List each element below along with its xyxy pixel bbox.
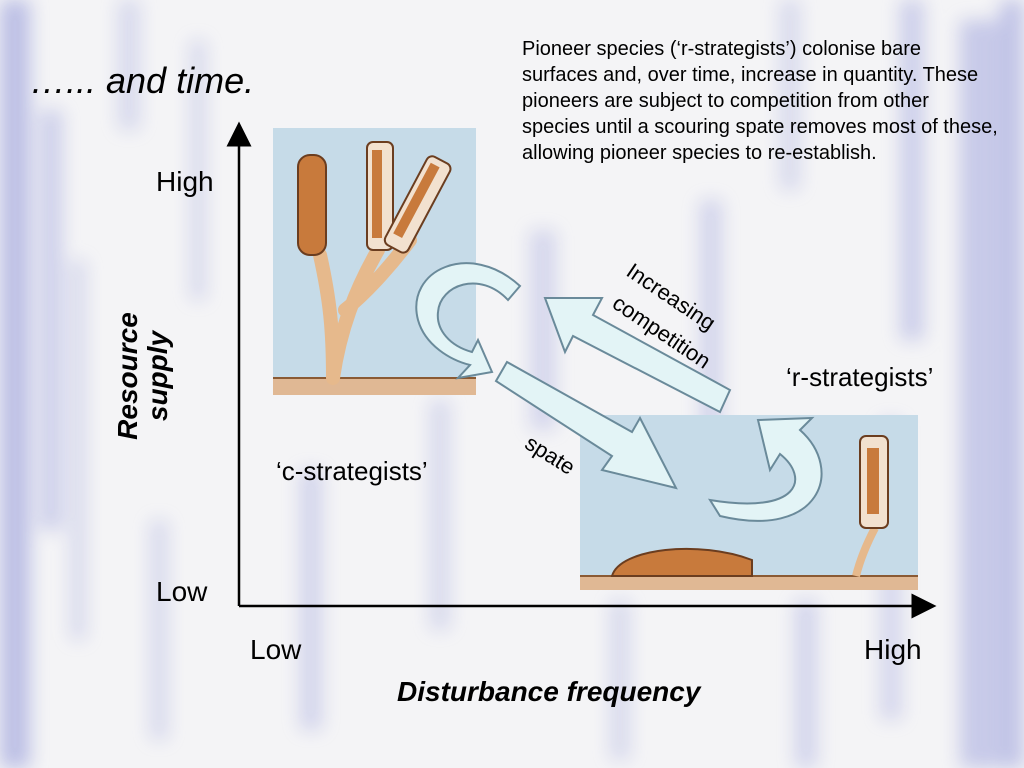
y-axis-label-line1: Resource	[112, 312, 143, 440]
x-axis-label: Disturbance frequency	[397, 676, 701, 707]
curved-arrow-c	[415, 262, 522, 380]
description-text: Pioneer species (‘r-strategists’) coloni…	[522, 38, 998, 164]
spate-arrow	[494, 360, 678, 490]
slide-title: …... and time.	[30, 60, 255, 101]
y-axis-low: Low	[156, 576, 208, 607]
c-strategists-label: ‘c-strategists’	[276, 456, 428, 486]
y-axis-high: High	[156, 166, 214, 197]
x-axis-high: High	[864, 634, 922, 665]
curved-arrow-r	[707, 416, 823, 522]
x-axis-low: Low	[250, 634, 302, 665]
r-strategists-label: ‘r-strategists’	[786, 362, 934, 392]
competition-arrow	[543, 297, 732, 414]
y-axis-label-line2: supply	[142, 330, 173, 422]
